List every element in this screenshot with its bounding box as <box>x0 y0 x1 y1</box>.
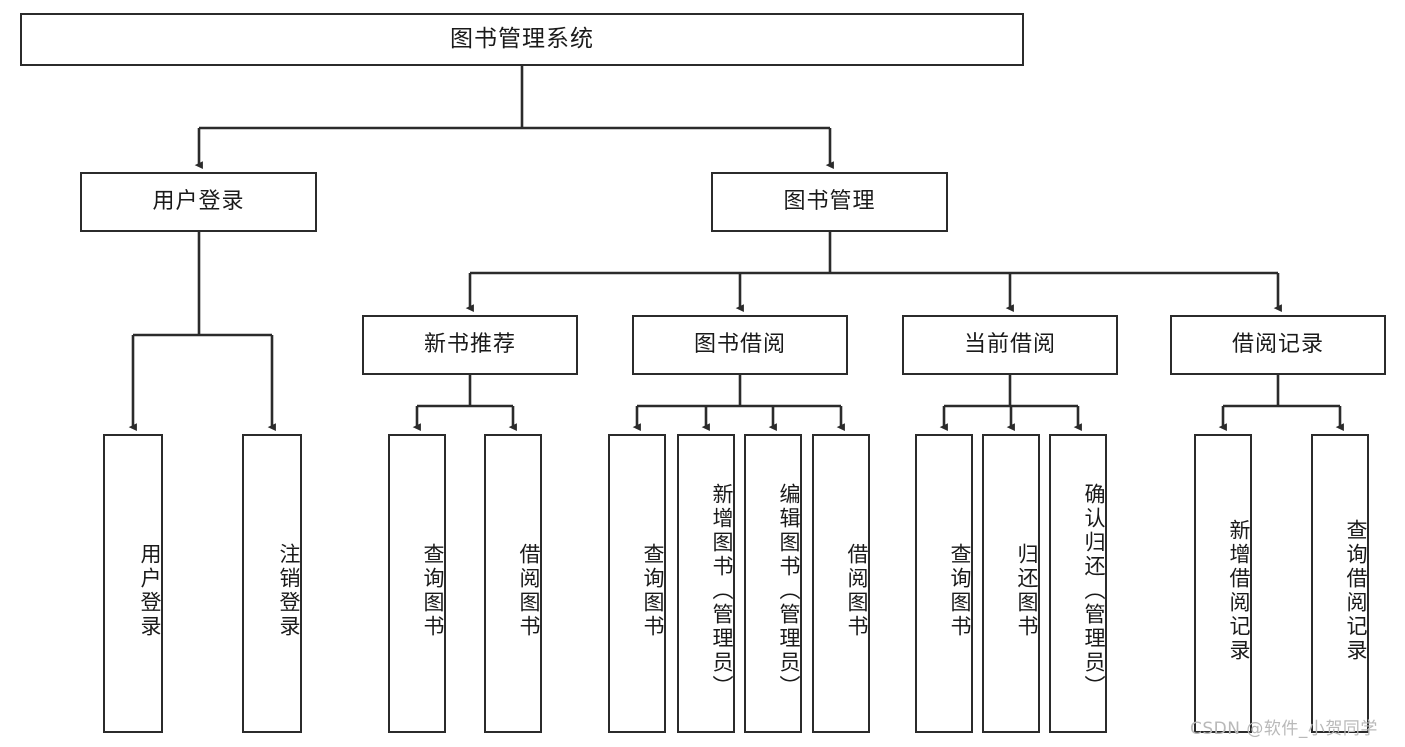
node-new-book-recommend-label: 新书推荐 <box>423 331 516 357</box>
leaf-label: 新增图书（管理员） <box>710 482 734 699</box>
leaf-label: 查询图书 <box>421 542 445 639</box>
leaf-label: 借阅图书 <box>517 542 541 639</box>
leaf-new-book-query[interactable]: 查询图书 <box>388 434 446 733</box>
leaf-label: 归还图书 <box>1015 542 1039 639</box>
leaf-label: 注销登录 <box>277 542 301 639</box>
leaf-book-borrow-edit[interactable]: 编辑图书（管理员） <box>744 434 802 733</box>
leaf-book-borrow-borrow[interactable]: 借阅图书 <box>812 434 870 733</box>
leaf-label: 查询借阅记录 <box>1344 518 1368 663</box>
node-new-book-recommend[interactable]: 新书推荐 <box>362 315 578 375</box>
leaf-user-login-logout[interactable]: 注销登录 <box>242 434 302 733</box>
node-user-login[interactable]: 用户登录 <box>80 172 317 232</box>
node-book-management[interactable]: 图书管理 <box>711 172 948 232</box>
leaf-book-borrow-query[interactable]: 查询图书 <box>608 434 666 733</box>
leaf-label: 用户登录 <box>138 542 162 639</box>
leaf-label: 借阅图书 <box>845 542 869 639</box>
leaf-new-book-borrow[interactable]: 借阅图书 <box>484 434 542 733</box>
leaf-label: 新增借阅记录 <box>1227 518 1251 663</box>
csdn-watermark: CSDN @软件_小贺同学 <box>1190 719 1378 739</box>
leaf-label: 编辑图书（管理员） <box>777 482 801 699</box>
node-book-borrow[interactable]: 图书借阅 <box>632 315 848 375</box>
leaf-label: 查询图书 <box>948 542 972 639</box>
leaf-current-borrow-confirm[interactable]: 确认归还（管理员） <box>1049 434 1107 733</box>
leaf-label: 查询图书 <box>641 542 665 639</box>
node-user-login-label: 用户登录 <box>152 188 245 214</box>
node-root-label: 图书管理系统 <box>450 25 594 52</box>
leaf-current-borrow-query[interactable]: 查询图书 <box>915 434 973 733</box>
leaf-borrow-record-query[interactable]: 查询借阅记录 <box>1311 434 1369 733</box>
node-current-borrow[interactable]: 当前借阅 <box>902 315 1118 375</box>
leaf-label: 确认归还（管理员） <box>1082 482 1106 699</box>
node-root-system[interactable]: 图书管理系统 <box>20 13 1024 66</box>
node-book-borrow-label: 图书借阅 <box>693 331 786 357</box>
node-book-management-label: 图书管理 <box>783 188 876 214</box>
node-borrow-record[interactable]: 借阅记录 <box>1170 315 1386 375</box>
node-current-borrow-label: 当前借阅 <box>963 331 1056 357</box>
node-borrow-record-label: 借阅记录 <box>1231 331 1324 357</box>
leaf-book-borrow-add[interactable]: 新增图书（管理员） <box>677 434 735 733</box>
leaf-current-borrow-return[interactable]: 归还图书 <box>982 434 1040 733</box>
leaf-borrow-record-add[interactable]: 新增借阅记录 <box>1194 434 1252 733</box>
leaf-user-login-login[interactable]: 用户登录 <box>103 434 163 733</box>
